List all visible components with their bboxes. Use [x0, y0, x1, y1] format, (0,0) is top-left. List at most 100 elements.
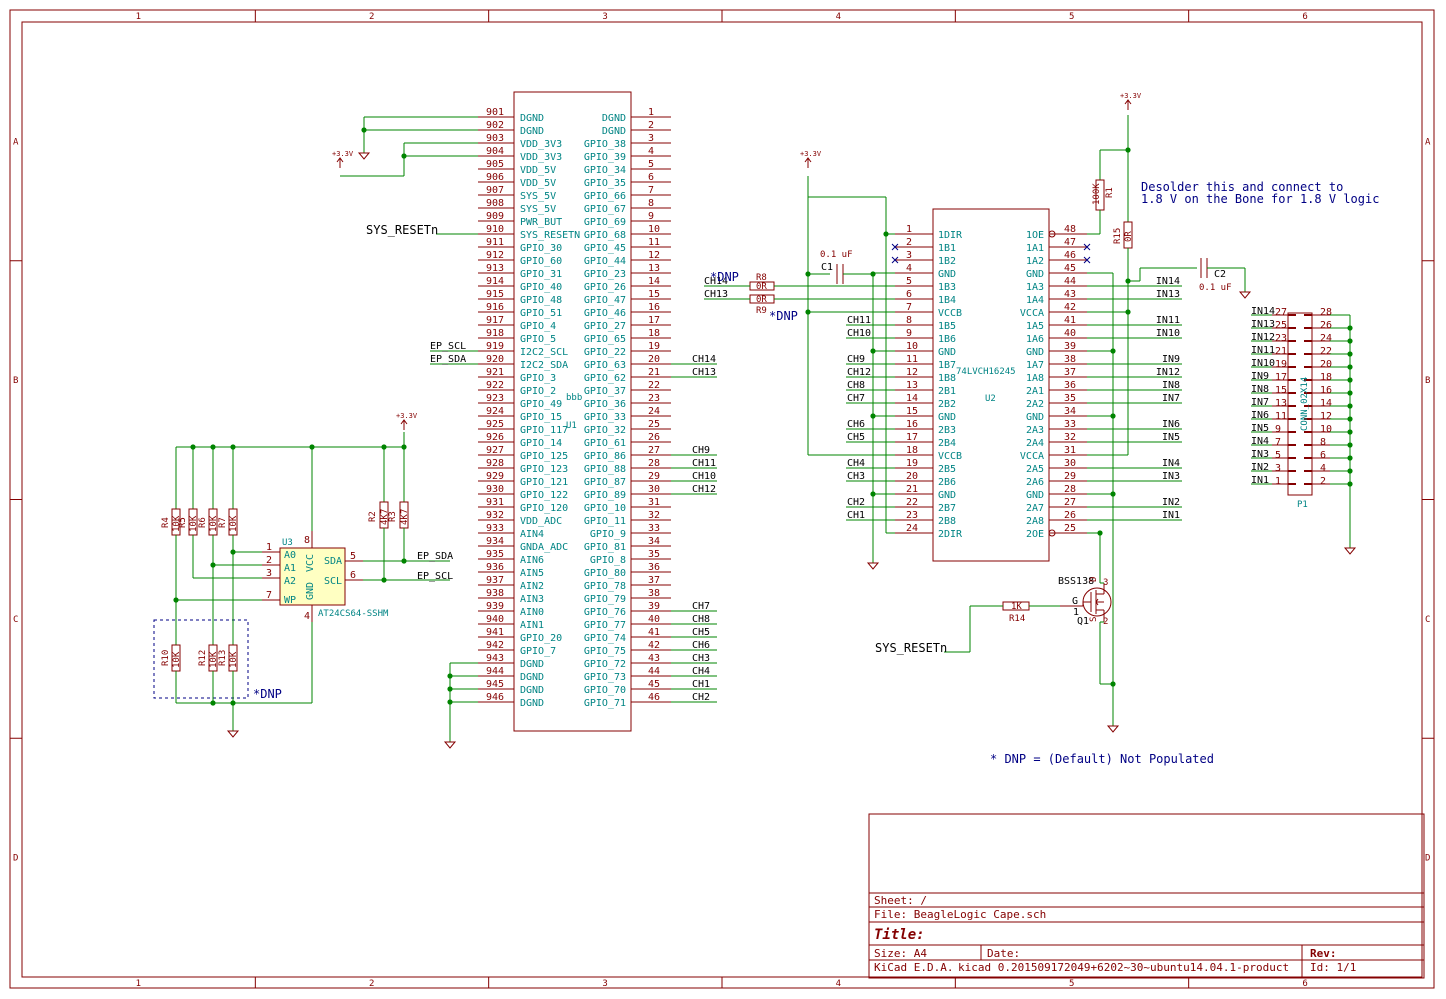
u3-pin-number: 1 [266, 542, 272, 553]
u2-pin-name: 2A4 [1026, 438, 1044, 449]
u1-pin-name: VDD_ADC [520, 516, 562, 527]
u2-pin-name: 1B8 [938, 373, 956, 384]
u2-pin-name: GND [1026, 490, 1044, 501]
row-marker: B [13, 376, 18, 386]
u1-pin-name: GPIO_15 [520, 412, 562, 423]
u2-net-label: IN3 [1162, 471, 1180, 482]
u1-pin-name: DGND [520, 126, 544, 137]
u2-pin-name: 1A5 [1026, 321, 1044, 332]
u1-pin-number: 7 [648, 185, 654, 196]
u2-pin-name: 1A2 [1026, 256, 1044, 267]
u1-pin-name: GPIO_11 [584, 516, 626, 527]
u2-pin-number: 12 [906, 367, 918, 378]
u2-pin-name: GND [1026, 412, 1044, 423]
u1-pin-name: GPIO_46 [584, 308, 626, 319]
p1-net-label: IN3 [1251, 449, 1269, 460]
p1-pin-stub [1288, 366, 1296, 368]
u1-pin-name: GPIO_74 [584, 633, 626, 644]
u1-pin-name: GPIO_87 [584, 477, 626, 488]
u1-pin-name: GPIO_117 [520, 425, 568, 436]
u1-pin-number: 28 [648, 458, 660, 469]
u1-pin-name: GPIO_61 [584, 438, 626, 449]
u2-pin-number: 17 [906, 432, 918, 443]
u2-net-label: IN12 [1156, 367, 1180, 378]
p1-pin-stub [1288, 405, 1296, 407]
u1-pin-number: 933 [486, 523, 504, 534]
kicad-version: kicad 0.201509172049+6202~30~ubuntu14.04… [958, 961, 1289, 974]
u2-pin-number: 18 [906, 445, 918, 456]
u1-pin-name: SYS_RESETN [520, 230, 580, 241]
column-marker: 2 [369, 979, 374, 989]
u1-pin-name: GPIO_2 [520, 386, 556, 397]
p1-body [1287, 312, 1313, 496]
junction-dot [361, 127, 367, 133]
u1-pin-number: 25 [648, 419, 660, 430]
u2-pin-number: 44 [1064, 276, 1076, 287]
resistor-value: 10K [209, 651, 219, 668]
u1-pin-name: GPIO_78 [584, 581, 626, 592]
u1-pin-number: 931 [486, 497, 504, 508]
p1-net-label: IN1 [1251, 475, 1269, 486]
ground-symbol [1106, 725, 1120, 733]
u2-pin-name: 2B4 [938, 438, 956, 449]
u1-net-label: CH3 [692, 653, 710, 664]
u1-pin-number: 940 [486, 614, 504, 625]
u2-net-label: CH6 [847, 419, 865, 430]
u1-pin-name: GPIO_27 [584, 321, 626, 332]
q1-pin-3: 3 [1103, 578, 1108, 588]
u1-ref: U1 [566, 421, 577, 431]
p1-pin-number: 4 [1320, 463, 1326, 474]
rev-label: Rev: [1310, 947, 1337, 960]
u2-pin-name: GND [938, 412, 956, 423]
u2-pin-number: 35 [1064, 393, 1076, 404]
p1-pin-number: 9 [1275, 424, 1281, 435]
u1-pin-name: AIN0 [520, 607, 544, 618]
u1-pin-name: GPIO_68 [584, 230, 626, 241]
p1-pin-number: 25 [1275, 320, 1287, 331]
pullup-value: 4K7 [400, 509, 410, 525]
date-label: Date: [987, 947, 1020, 960]
u1-pin-name: AIN3 [520, 594, 544, 605]
p1-pin-number: 26 [1320, 320, 1332, 331]
u1-pin-name: GPIO_3 [520, 373, 556, 384]
u1-pin-name: GPIO_51 [520, 308, 562, 319]
u1-net-label: CH12 [692, 484, 716, 495]
u3-pin-name: A1 [284, 563, 296, 574]
u1-pin-number: 35 [648, 549, 660, 560]
u1-pin-name: DGND [520, 698, 544, 709]
q1-pin-g: G [1072, 596, 1078, 607]
u1-net-label: EP_SDA [430, 354, 466, 365]
u1-pin-number: 8 [648, 198, 654, 209]
u2-pin-number: 48 [1064, 224, 1076, 235]
p1-pin-stub [1304, 366, 1312, 368]
u2-net-label: IN10 [1156, 328, 1180, 339]
u1-pin-number: 46 [648, 692, 660, 703]
u2-pin-name: GND [938, 347, 956, 358]
u1-pin-name: GPIO_66 [584, 191, 626, 202]
p1-pin-number: 6 [1320, 450, 1326, 461]
u2-pin-number: 23 [906, 510, 918, 521]
u1-pin-number: 918 [486, 328, 504, 339]
u1-pin-name: SYS_5V [520, 191, 556, 202]
u2-pin-number: 32 [1064, 432, 1076, 443]
u1-pin-number: 915 [486, 289, 504, 300]
q1-pin-s: S [1089, 617, 1099, 622]
u1-net-label: CH11 [692, 458, 716, 469]
u2-pin-name: 2B8 [938, 516, 956, 527]
u2-pin-name: VCCB [938, 308, 962, 319]
u2-net-label: IN11 [1156, 315, 1180, 326]
u2-net-label: IN1 [1162, 510, 1180, 521]
p1-pin-stub [1288, 483, 1296, 485]
u1-pin-name: GPIO_35 [584, 178, 626, 189]
u2-net-label: IN4 [1162, 458, 1180, 469]
u2-pin-name: 1B2 [938, 256, 956, 267]
u1-pin-name: GPIO_34 [584, 165, 626, 176]
ground-symbol [1238, 291, 1252, 299]
kicad-label: KiCad E.D.A. [874, 961, 953, 974]
u1-pin-number: 911 [486, 237, 504, 248]
u1-pin-number: 946 [486, 692, 504, 703]
p1-net-label: IN7 [1251, 397, 1269, 408]
u1-pin-name: VDD_5V [520, 165, 556, 176]
u1-pin-number: 927 [486, 445, 504, 456]
